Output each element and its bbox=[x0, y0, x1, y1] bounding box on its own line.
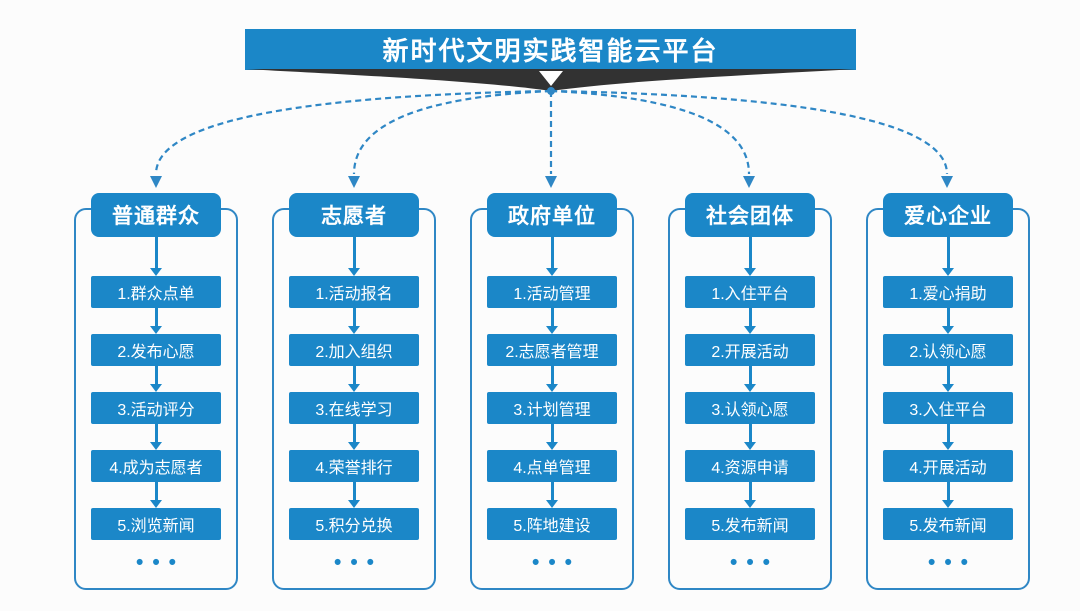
step-box: 1.活动报名 bbox=[289, 276, 419, 308]
down-arrow-icon bbox=[550, 308, 554, 326]
column-caring-enterprise: 爱心企业 1.爱心捐助 2.认领心愿 3.入住平台 4.开展活动 5.发布新闻 … bbox=[866, 193, 1030, 590]
step-box: 5.发布新闻 bbox=[685, 508, 815, 540]
column-ordinary-public: 普通群众 1.群众点单 2.发布心愿 3.活动评分 4.成为志愿者 5.浏览新闻… bbox=[74, 193, 238, 590]
step-box: 3.在线学习 bbox=[289, 392, 419, 424]
step-box: 1.活动管理 bbox=[487, 276, 617, 308]
down-arrow-icon bbox=[352, 366, 356, 384]
down-arrow-icon bbox=[748, 237, 752, 268]
dashed-connector-line bbox=[352, 89, 552, 175]
arrowhead-icon bbox=[348, 176, 360, 188]
connector-hub-dot bbox=[547, 87, 555, 95]
dashed-connector-line bbox=[550, 89, 751, 175]
down-arrow-icon bbox=[352, 424, 356, 442]
banner-ribbon-shape bbox=[246, 69, 856, 91]
down-arrow-icon bbox=[154, 366, 158, 384]
down-arrow-icon bbox=[550, 366, 554, 384]
column-header: 政府单位 bbox=[487, 193, 617, 237]
step-box: 3.计划管理 bbox=[487, 392, 617, 424]
ellipsis-more: ••• bbox=[729, 551, 780, 574]
step-box: 2.开展活动 bbox=[685, 334, 815, 366]
column-volunteer: 志愿者 1.活动报名 2.加入组织 3.在线学习 4.荣誉排行 5.积分兑换 •… bbox=[272, 193, 436, 590]
down-arrow-icon bbox=[154, 482, 158, 500]
down-arrow-icon bbox=[154, 237, 158, 268]
step-box: 2.加入组织 bbox=[289, 334, 419, 366]
step-box: 4.荣誉排行 bbox=[289, 450, 419, 482]
platform-title: 新时代文明实践智能云平台 bbox=[382, 36, 719, 66]
down-arrow-icon bbox=[748, 424, 752, 442]
column-social-group: 社会团体 1.入住平台 2.开展活动 3.认领心愿 4.资源申请 5.发布新闻 … bbox=[668, 193, 832, 590]
down-arrow-icon bbox=[352, 237, 356, 268]
down-arrow-icon bbox=[946, 424, 950, 442]
step-box: 1.入住平台 bbox=[685, 276, 815, 308]
arrowhead-icon bbox=[150, 176, 162, 188]
down-arrow-icon bbox=[550, 237, 554, 268]
dashed-connector-line bbox=[154, 89, 552, 175]
ellipsis-more: ••• bbox=[927, 551, 978, 574]
platform-title-banner: 新时代文明实践智能云平台 bbox=[245, 29, 856, 70]
step-box: 4.点单管理 bbox=[487, 450, 617, 482]
step-box: 4.成为志愿者 bbox=[91, 450, 221, 482]
step-box: 5.积分兑换 bbox=[289, 508, 419, 540]
step-box: 3.入住平台 bbox=[883, 392, 1013, 424]
arrowhead-icon bbox=[743, 176, 755, 188]
ellipsis-more: ••• bbox=[531, 551, 582, 574]
dashed-connector-line bbox=[550, 89, 949, 175]
down-arrow-icon bbox=[539, 71, 563, 86]
step-box: 1.爱心捐助 bbox=[883, 276, 1013, 308]
step-box: 2.认领心愿 bbox=[883, 334, 1013, 366]
down-arrow-icon bbox=[154, 308, 158, 326]
down-arrow-icon bbox=[748, 308, 752, 326]
down-arrow-icon bbox=[946, 482, 950, 500]
step-box: 4.资源申请 bbox=[685, 450, 815, 482]
down-arrow-icon bbox=[946, 366, 950, 384]
step-box: 2.志愿者管理 bbox=[487, 334, 617, 366]
down-arrow-icon bbox=[946, 308, 950, 326]
down-arrow-icon bbox=[352, 482, 356, 500]
step-box: 1.群众点单 bbox=[91, 276, 221, 308]
arrowhead-icon bbox=[941, 176, 953, 188]
step-box: 5.发布新闻 bbox=[883, 508, 1013, 540]
step-box: 3.活动评分 bbox=[91, 392, 221, 424]
step-box: 2.发布心愿 bbox=[91, 334, 221, 366]
column-header: 志愿者 bbox=[289, 193, 419, 237]
step-box: 5.阵地建设 bbox=[487, 508, 617, 540]
down-arrow-icon bbox=[748, 366, 752, 384]
down-arrow-icon bbox=[748, 482, 752, 500]
ellipsis-more: ••• bbox=[333, 551, 384, 574]
column-header: 普通群众 bbox=[91, 193, 221, 237]
step-box: 3.认领心愿 bbox=[685, 392, 815, 424]
column-header: 社会团体 bbox=[685, 193, 815, 237]
arrowhead-icon bbox=[545, 176, 557, 188]
down-arrow-icon bbox=[550, 482, 554, 500]
column-header: 爱心企业 bbox=[883, 193, 1013, 237]
down-arrow-icon bbox=[946, 237, 950, 268]
down-arrow-icon bbox=[352, 308, 356, 326]
down-arrow-icon bbox=[550, 424, 554, 442]
column-government: 政府单位 1.活动管理 2.志愿者管理 3.计划管理 4.点单管理 5.阵地建设… bbox=[470, 193, 634, 590]
step-box: 5.浏览新闻 bbox=[91, 508, 221, 540]
down-arrow-icon bbox=[154, 424, 158, 442]
ellipsis-more: ••• bbox=[135, 551, 186, 574]
step-box: 4.开展活动 bbox=[883, 450, 1013, 482]
